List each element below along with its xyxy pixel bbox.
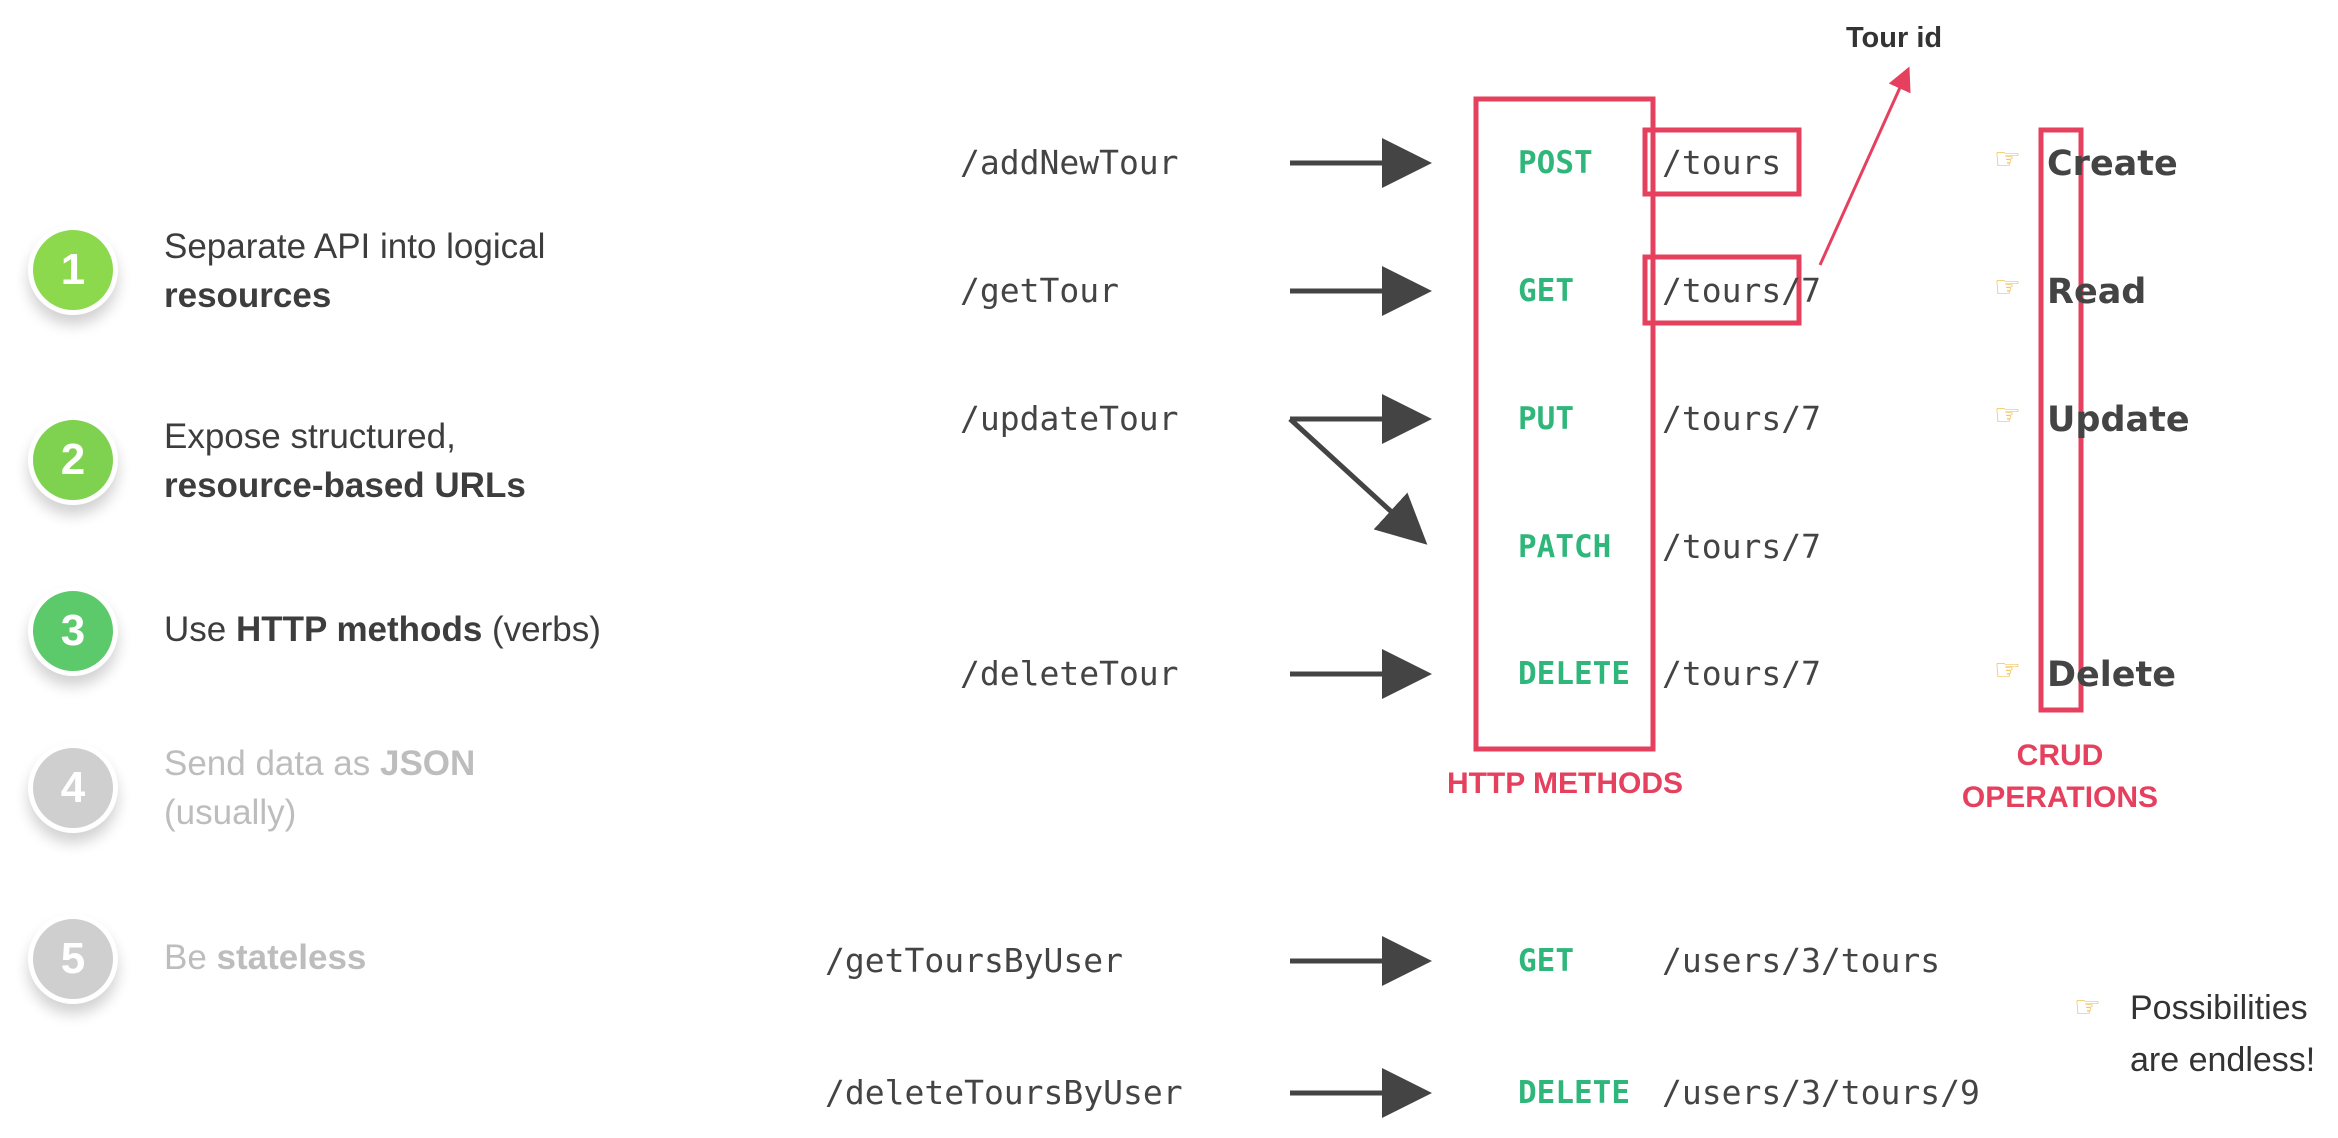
endpoint-update-tour: /updateTour bbox=[960, 399, 1179, 438]
crud-create: Create bbox=[2047, 144, 2178, 184]
possibilities-line1: Possibilities bbox=[2130, 989, 2308, 1027]
path-tours-delete: /tours/7 bbox=[1662, 654, 1821, 693]
step-3-text: Use HTTP methods (verbs) bbox=[164, 605, 601, 654]
step-4-number: 4 bbox=[60, 763, 86, 812]
crud-operations-box bbox=[2038, 127, 2084, 713]
crud-delete: Delete bbox=[2047, 655, 2176, 695]
method-put: PUT bbox=[1518, 401, 1574, 437]
pointing-hand-icon: ☞ bbox=[1994, 399, 2021, 432]
step-4-text: Send data as JSON (usually) bbox=[164, 739, 475, 837]
path-tours-put: /tours/7 bbox=[1662, 399, 1821, 438]
path-tours-get: /tours/7 bbox=[1662, 271, 1821, 310]
path-users-tour: /users/3/tours/9 bbox=[1662, 1073, 1980, 1112]
step-2-bold: resource-based URLs bbox=[164, 466, 526, 505]
path-tours: /tours bbox=[1662, 143, 1782, 182]
step-4-pre: Send data as bbox=[164, 744, 380, 783]
pointing-hand-icon: ☞ bbox=[2074, 991, 2101, 1024]
step-2-badge: 2 bbox=[28, 415, 118, 505]
tours-id-box bbox=[1642, 254, 1802, 326]
step-5-number: 5 bbox=[60, 934, 86, 983]
method-get: GET bbox=[1518, 273, 1574, 309]
http-methods-label: HTTP METHODS bbox=[1446, 767, 1684, 800]
step-4-line2: (usually) bbox=[164, 793, 297, 832]
endpoint-get-tour: /getTour bbox=[960, 271, 1119, 310]
pointing-hand-icon: ☞ bbox=[1994, 143, 2021, 176]
tour-id-label: Tour id bbox=[1846, 18, 1942, 58]
step-1-number: 1 bbox=[60, 245, 86, 294]
arrow-update-patch bbox=[1288, 417, 1428, 545]
crud-label-line1: CRUD bbox=[2016, 739, 2104, 772]
crud-read: Read bbox=[2047, 272, 2147, 312]
step-5-badge: 5 bbox=[28, 914, 118, 1004]
method-get-users: GET bbox=[1518, 943, 1574, 979]
step-5-text: Be stateless bbox=[164, 933, 366, 982]
pointing-hand-icon: ☞ bbox=[1994, 271, 2021, 304]
step-3-number: 3 bbox=[60, 606, 86, 655]
step-3-pre: Use bbox=[164, 610, 236, 649]
possibilities-note: Possibilities are endless! bbox=[2130, 982, 2315, 1086]
step-1-badge: 1 bbox=[28, 225, 118, 315]
path-tours-patch: /tours/7 bbox=[1662, 527, 1821, 566]
endpoint-add-new-tour: /addNewTour bbox=[960, 143, 1179, 182]
step-1-bold: resources bbox=[164, 276, 332, 315]
tour-id-pointer bbox=[1818, 66, 1911, 266]
method-delete: DELETE bbox=[1518, 656, 1630, 692]
crud-operations-label: CRUD OPERATIONS bbox=[1940, 735, 2180, 819]
step-2-line1: Expose structured, bbox=[164, 417, 456, 456]
step-4-badge: 4 bbox=[28, 743, 118, 833]
method-post: POST bbox=[1518, 145, 1593, 181]
step-4-bold: JSON bbox=[380, 744, 476, 783]
method-patch: PATCH bbox=[1518, 529, 1612, 565]
step-3-badge: 3 bbox=[28, 586, 118, 676]
step-1-text: Separate API into logical resources bbox=[164, 222, 545, 320]
step-3-post: (verbs) bbox=[482, 610, 601, 649]
tour-id-text: Tour id bbox=[1846, 22, 1943, 54]
method-delete-users: DELETE bbox=[1518, 1075, 1630, 1111]
endpoint-delete-tour: /deleteTour bbox=[960, 654, 1179, 693]
step-5-pre: Be bbox=[164, 938, 217, 977]
step-5-bold: stateless bbox=[216, 938, 367, 977]
step-2-text: Expose structured, resource-based URLs bbox=[164, 412, 526, 510]
pointing-hand-icon: ☞ bbox=[1994, 654, 2021, 687]
step-2-number: 2 bbox=[60, 435, 86, 484]
endpoint-get-tours-by-user: /getToursByUser bbox=[825, 941, 1124, 980]
step-3-bold: HTTP methods bbox=[235, 610, 483, 649]
crud-label-line2: OPERATIONS bbox=[1961, 781, 2159, 814]
endpoint-delete-tours-by-user: /deleteToursByUser bbox=[825, 1073, 1183, 1112]
possibilities-line2: are endless! bbox=[2130, 1041, 2316, 1079]
crud-update: Update bbox=[2047, 400, 2190, 440]
path-users-tours: /users/3/tours bbox=[1662, 941, 1941, 980]
tours-box bbox=[1642, 127, 1802, 197]
step-1-line1: Separate API into logical bbox=[164, 227, 546, 266]
http-methods-box bbox=[1473, 96, 1656, 752]
